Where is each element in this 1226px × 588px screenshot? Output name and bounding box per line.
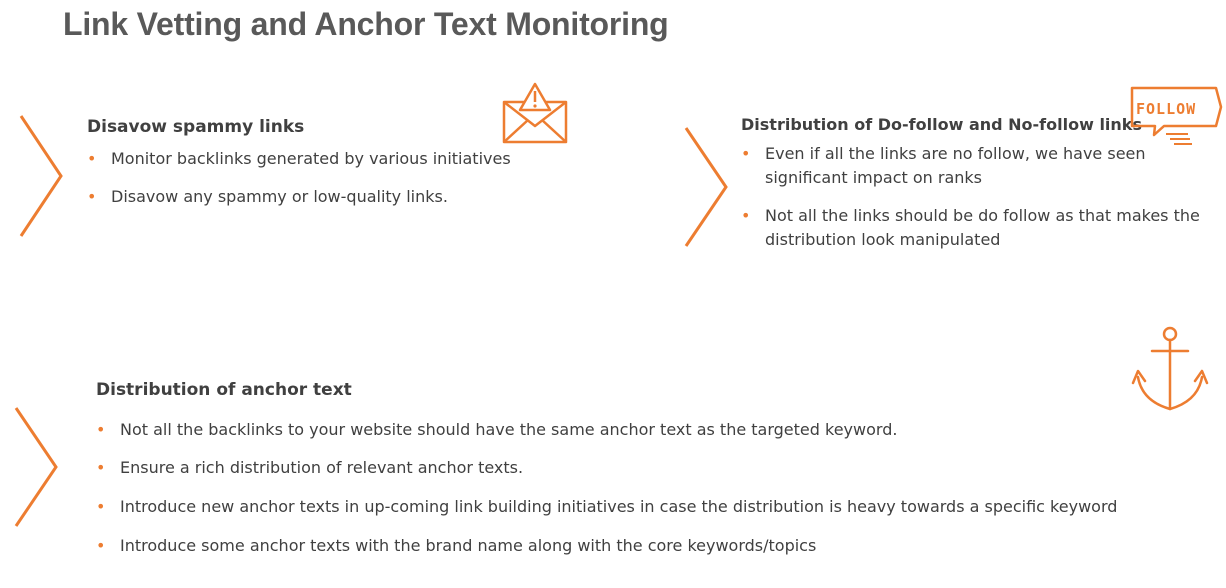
section-disavow: Disavow spammy links •Monitor backlinks … xyxy=(87,117,647,209)
bullet-list: •Not all the backlinks to your website s… xyxy=(96,418,1146,558)
section-anchor-text: Distribution of anchor text •Not all the… xyxy=(96,380,1146,558)
list-item: •Even if all the links are no follow, we… xyxy=(741,144,1146,187)
list-item: •Not all the links should be do follow a… xyxy=(741,206,1200,249)
list-item: •Introduce some anchor texts with the br… xyxy=(96,536,817,555)
bullet-list: •Monitor backlinks generated by various … xyxy=(87,147,647,209)
warning-mail-icon xyxy=(502,82,568,144)
list-item: •Not all the backlinks to your website s… xyxy=(96,420,898,439)
chevron-right-icon xyxy=(684,127,728,247)
anchor-icon xyxy=(1131,326,1209,411)
list-item: •Ensure a rich distribution of relevant … xyxy=(96,458,524,477)
section-heading: Disavow spammy links xyxy=(87,117,305,137)
svg-text:FOLLOW: FOLLOW xyxy=(1136,100,1196,118)
section-follow-distribution: Distribution of Do-follow and No-follow … xyxy=(741,115,1211,252)
page-title: Link Vetting and Anchor Text Monitoring xyxy=(63,6,669,42)
chevron-right-icon xyxy=(14,407,58,527)
section-heading: Distribution of anchor text xyxy=(96,380,352,400)
chevron-right-icon xyxy=(19,115,63,237)
follow-badge-icon: FOLLOW xyxy=(1130,86,1223,145)
section-heading: Distribution of Do-follow and No-follow … xyxy=(741,115,1142,134)
list-item: •Disavow any spammy or low-quality links… xyxy=(87,187,448,206)
list-item: •Monitor backlinks generated by various … xyxy=(87,149,511,168)
bullet-list: •Even if all the links are no follow, we… xyxy=(741,142,1211,252)
list-item: •Introduce new anchor texts in up-coming… xyxy=(96,497,1118,516)
